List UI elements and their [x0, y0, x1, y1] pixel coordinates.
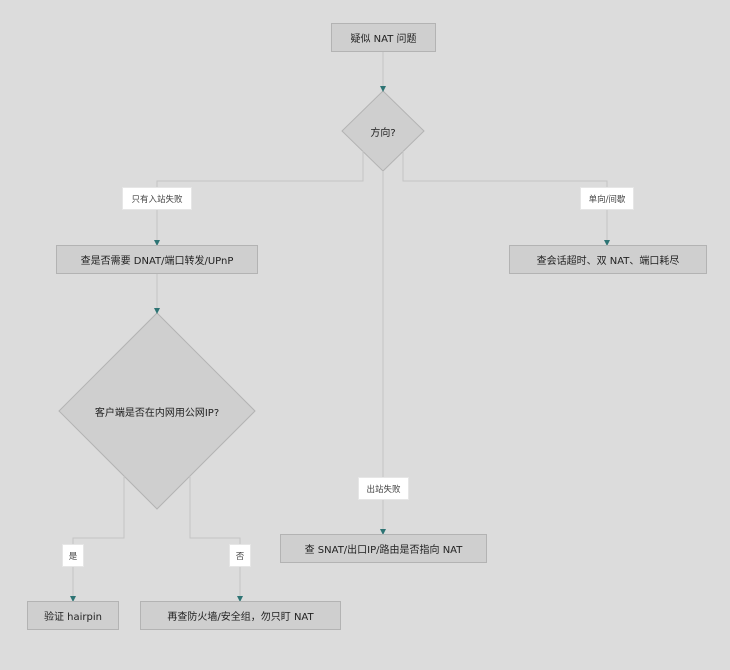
edge-client-to-firewall [189, 476, 243, 602]
client-decision-diamond [58, 312, 256, 510]
outbound-check-label: 查 SNAT/出口IP/路由是否指向 NAT [304, 545, 463, 556]
edge-label-yes: 是 [62, 544, 84, 567]
hairpin-node: 验证 hairpin [27, 601, 119, 630]
edge-label-outbound: 出站失败 [358, 477, 409, 500]
edge-direction-to-inbound [154, 151, 364, 246]
direction-decision-label: 方向? [370, 127, 396, 139]
client-decision-label: 客户端是否在内网用公网IP? [94, 407, 220, 419]
start-node-label: 疑似 NAT 问题 [350, 34, 417, 45]
hairpin-label: 验证 hairpin [44, 612, 102, 623]
bidirectional-check-node: 查会话超时、双 NAT、端口耗尽 [509, 245, 707, 274]
outbound-check-node: 查 SNAT/出口IP/路由是否指向 NAT [280, 534, 487, 563]
inbound-check-node: 查是否需要 DNAT/端口转发/UPnP [56, 245, 258, 274]
firewall-node: 再查防火墙/安全组，勿只盯 NAT [140, 601, 341, 630]
edge-direction-to-bidirectional [402, 151, 610, 246]
start-node: 疑似 NAT 问题 [331, 23, 436, 52]
firewall-label: 再查防火墙/安全组，勿只盯 NAT [167, 612, 314, 623]
edge-label-inbound-only: 只有入站失败 [122, 187, 192, 210]
edge-client-to-hairpin [70, 476, 125, 602]
bidirectional-check-label: 查会话超时、双 NAT、端口耗尽 [536, 256, 680, 267]
inbound-check-label: 查是否需要 DNAT/端口转发/UPnP [80, 256, 234, 267]
edge-label-no: 否 [229, 544, 251, 567]
edge-label-one-way: 单向/间歇 [580, 187, 634, 210]
